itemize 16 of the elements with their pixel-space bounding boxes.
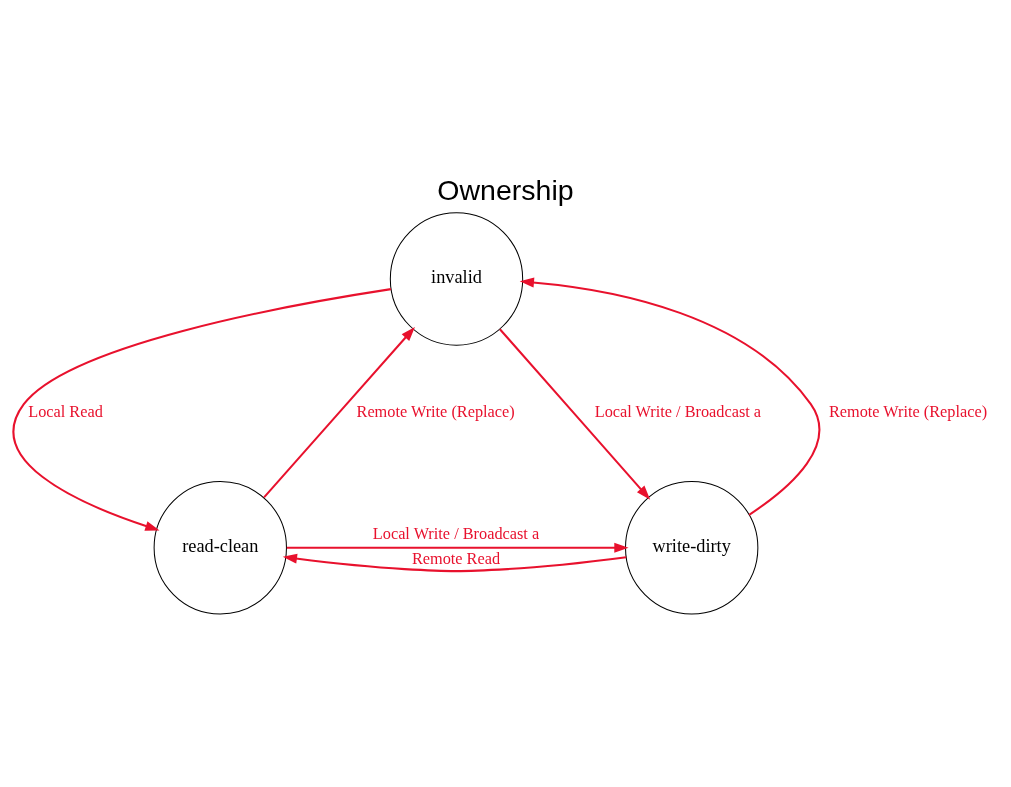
- arrow: [499, 328, 651, 500]
- arrow: [263, 326, 415, 498]
- edge-label: Local Write / Broadcast a: [372, 524, 540, 544]
- arrow: [12, 288, 392, 531]
- arrow: [286, 542, 629, 553]
- arrow: [282, 553, 627, 573]
- edge-label: Remote Write (Replace): [828, 402, 988, 422]
- edge-label: Local Read: [28, 402, 103, 422]
- node-circle: invalid: [389, 212, 524, 346]
- arrow: [519, 277, 821, 516]
- node-circle: write-dirty: [625, 481, 759, 615]
- node-circle: read-clean: [153, 481, 287, 615]
- diagram-title: Ownership: [437, 173, 574, 206]
- edge-label: Local Write / Broadcast a: [594, 402, 762, 422]
- edge-label: Remote Write (Replace): [356, 402, 515, 422]
- edge-label: Remote Read: [411, 548, 501, 568]
